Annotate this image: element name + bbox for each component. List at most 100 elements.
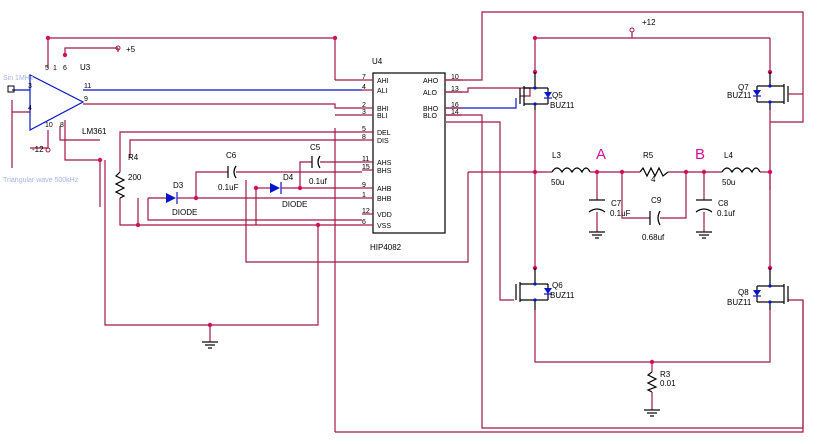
mosfet-q7: Q7 BUZ11 xyxy=(727,72,803,110)
c5-value: 0.1uf xyxy=(309,177,328,186)
mosfet-q5: Q5 BUZ11 xyxy=(519,72,575,110)
driver-pin-number: 2 xyxy=(362,102,366,109)
d4-ref: D4 xyxy=(283,173,294,182)
supply-plus12: +12 xyxy=(629,18,656,33)
driver-pin-name: DIS xyxy=(377,138,389,145)
c9-ref: C9 xyxy=(651,196,662,205)
driver-pin-name: VDD xyxy=(377,212,392,219)
opamp-pin-9: 9 xyxy=(84,96,88,103)
supply-plus5-label: +5 xyxy=(126,45,136,54)
opamp-pin-5: 5 xyxy=(45,65,49,72)
d4-value: DIODE xyxy=(282,200,307,209)
driver-pin-number: 3 xyxy=(362,109,366,116)
inductor-l4: L4 50u xyxy=(721,151,761,187)
q6-value: BUZ11 xyxy=(550,291,575,300)
resistor-r4: R4 200 xyxy=(114,153,142,199)
wires xyxy=(11,11,804,433)
driver-ref: U4 xyxy=(372,57,383,66)
opamp-pin-6: 6 xyxy=(63,65,67,72)
driver-pin-name: ALI xyxy=(377,88,388,95)
l4-ref: L4 xyxy=(724,151,733,160)
driver-pin-name: BHO xyxy=(423,106,439,113)
q8-value: BUZ11 xyxy=(727,298,752,307)
d3-value: DIODE xyxy=(172,208,197,217)
driver-part: HIP4082 xyxy=(370,243,402,252)
mosfet-q8: Q8 BUZ11 xyxy=(727,268,789,310)
driver-pin-name: VSS xyxy=(377,223,391,230)
q5-value: BUZ11 xyxy=(550,101,575,110)
supply-plus5: +5 xyxy=(115,45,136,54)
driver-pin-number: 16 xyxy=(451,102,459,109)
ground-symbol xyxy=(696,231,712,239)
supply-minus12-label: -12 xyxy=(32,145,44,154)
opamp-pin-11: 11 xyxy=(84,83,91,90)
inductor-l3: L3 50u xyxy=(551,151,591,187)
c7-value: 0.1uF xyxy=(610,209,631,218)
node-label-a: A xyxy=(596,146,606,163)
resistor-r5: R5 4 xyxy=(639,151,669,184)
driver-pin-name: BHS xyxy=(377,168,392,175)
r3-value: 0.01 xyxy=(660,379,676,388)
driver-pin-number: 6 xyxy=(362,219,366,226)
c7-ref: C7 xyxy=(611,199,622,208)
resistor-r3: R3 0.01 xyxy=(646,370,676,393)
q8-ref: Q8 xyxy=(738,288,749,297)
l3-value: 50u xyxy=(551,178,564,187)
opamp-pin-4: 4 xyxy=(28,105,32,112)
ground-symbol xyxy=(202,341,218,349)
driver-pin-number: 5 xyxy=(362,126,366,133)
q6-ref: Q6 xyxy=(552,281,563,290)
capacitor-c9: C9 0.68uf xyxy=(642,196,665,242)
driver-pin-name: AHI xyxy=(377,78,389,85)
junction-dots xyxy=(45,35,773,365)
l4-value: 50u xyxy=(722,178,735,187)
mosfet-q6: Q6 BUZ11 xyxy=(515,268,575,310)
driver-ic-u4: U4 HIP4082 AHI7ALI4BHI2BLI3DEL5DIS8AHS11… xyxy=(362,57,462,252)
capacitor-c8: C8 0.1uf xyxy=(695,199,736,218)
node-label-b: B xyxy=(695,146,705,163)
diode-d4: D4 DIODE xyxy=(270,173,307,209)
q7-ref: Q7 xyxy=(738,83,749,92)
driver-pin-number: 9 xyxy=(362,182,366,189)
ground-symbol xyxy=(644,409,660,417)
c6-ref: C6 xyxy=(226,151,237,160)
driver-pin-name: DEL xyxy=(377,130,391,137)
driver-pin-name: AHB xyxy=(377,186,392,193)
driver-pin-number: 13 xyxy=(451,86,459,93)
r3-ref: R3 xyxy=(660,370,671,379)
driver-pin-name: BHB xyxy=(377,196,392,203)
d3-ref: D3 xyxy=(173,181,184,190)
capacitor-c6: C6 0.1uF xyxy=(218,151,239,192)
r5-ref: R5 xyxy=(643,151,654,160)
driver-pin-number: 11 xyxy=(362,156,369,163)
c5-ref: C5 xyxy=(310,143,321,152)
opamp-u3: Sin 1MHz Triangular wave 500kHz U3 LM361… xyxy=(3,63,107,184)
opamp-part: LM361 xyxy=(82,127,107,136)
opamp-pin-3: 3 xyxy=(28,83,32,90)
r5-value: 4 xyxy=(651,175,656,184)
driver-pin-number: 7 xyxy=(362,74,366,81)
r4-ref: R4 xyxy=(128,153,139,162)
opamp-pin-8: 8 xyxy=(60,122,64,129)
c8-ref: C8 xyxy=(718,199,729,208)
driver-pin-name: ALO xyxy=(423,90,438,97)
driver-pin-number: 14 xyxy=(451,109,459,116)
supply-minus12: -12 xyxy=(32,145,51,154)
driver-pin-number: 1 xyxy=(362,192,366,199)
c9-value: 0.68uf xyxy=(642,233,665,242)
driver-pin-number: 15 xyxy=(362,164,370,171)
opamp-ref: U3 xyxy=(80,63,91,72)
driver-pin-number: 12 xyxy=(362,208,370,215)
driver-pin-name: BHI xyxy=(377,106,389,113)
driver-pin-number: 8 xyxy=(362,134,366,141)
l3-ref: L3 xyxy=(552,151,561,160)
r4-value: 200 xyxy=(128,173,142,182)
driver-left-pins: AHI7ALI4BHI2BLI3DEL5DIS8AHS11BHS15AHB9BH… xyxy=(362,74,392,230)
driver-pin-number: 10 xyxy=(451,74,459,81)
opamp-pin-1: 1 xyxy=(53,65,57,72)
c8-value: 0.1uf xyxy=(717,209,736,218)
driver-pin-name: BLO xyxy=(423,113,438,120)
c6-value: 0.1uF xyxy=(218,183,239,192)
